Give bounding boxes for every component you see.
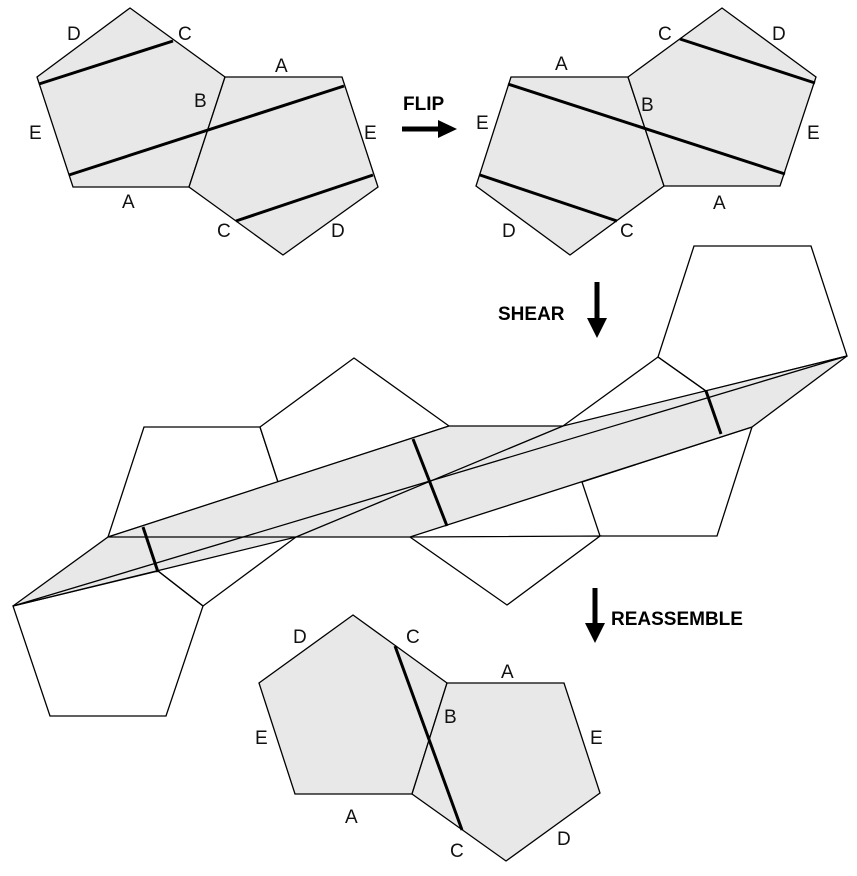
edge-label: C	[406, 627, 420, 648]
cut-line	[235, 173, 374, 223]
edge-label: D	[293, 627, 307, 648]
edge-label: C	[178, 24, 192, 45]
cut-line	[393, 645, 464, 831]
step-reassemble: REASSEMBLE	[585, 588, 743, 643]
step-shear: SHEAR	[498, 282, 607, 338]
panel-flipped: C D A B E E D C A	[475, 7, 820, 256]
step-label: FLIP	[403, 94, 444, 115]
cut-line	[68, 84, 345, 177]
edge-label: E	[364, 123, 377, 144]
cut-line	[38, 39, 174, 86]
edge-label: D	[67, 24, 81, 45]
edge-label: B	[444, 707, 457, 728]
cut-line	[479, 173, 618, 223]
right-arrow-icon	[402, 120, 457, 138]
edge-label: E	[476, 113, 489, 134]
edge-label: C	[658, 24, 672, 45]
step-label: REASSEMBLE	[611, 609, 743, 630]
pentagon-edge	[562, 356, 659, 427]
pentagon-edge	[157, 570, 204, 607]
edge-label: B	[194, 91, 207, 112]
edge-label: D	[502, 221, 516, 242]
cut-line	[704, 390, 723, 435]
edge-label: E	[807, 123, 820, 144]
down-arrow-icon	[587, 282, 607, 338]
edge-label: C	[450, 841, 464, 862]
edge-label: A	[122, 192, 135, 213]
cut-line	[679, 37, 816, 85]
panel-original: D C A B E E A C D	[29, 7, 379, 256]
panel-reassembled: D C A B E E A C D	[255, 614, 603, 862]
edge-label: C	[620, 221, 634, 242]
pentagon-edge	[202, 536, 297, 607]
pentagon-outline	[407, 535, 602, 606]
pentagon-right	[627, 7, 817, 187]
edge-label: C	[217, 221, 231, 242]
cut-line	[507, 82, 786, 176]
edge-label: B	[641, 95, 654, 116]
edge-label: E	[29, 123, 42, 144]
edge-label: E	[590, 728, 603, 749]
edge-label: A	[713, 193, 726, 214]
pentagon-edge	[657, 356, 707, 392]
panel-sheared	[12, 245, 848, 717]
step-flip: FLIP	[402, 94, 457, 138]
cut-line	[141, 526, 160, 573]
edge-label: D	[331, 221, 345, 242]
edge-label: A	[501, 662, 514, 683]
edge-label: D	[557, 829, 571, 850]
step-label: SHEAR	[498, 304, 565, 325]
edge-label: E	[255, 728, 268, 749]
edge-label: D	[772, 24, 786, 45]
down-arrow-icon	[585, 588, 605, 643]
edge-label: A	[275, 56, 288, 77]
edge-label: A	[345, 807, 358, 828]
edge-label: A	[555, 54, 568, 75]
pentagon-left	[36, 7, 226, 188]
pentagon-right	[411, 682, 601, 862]
cut-line	[411, 438, 449, 527]
